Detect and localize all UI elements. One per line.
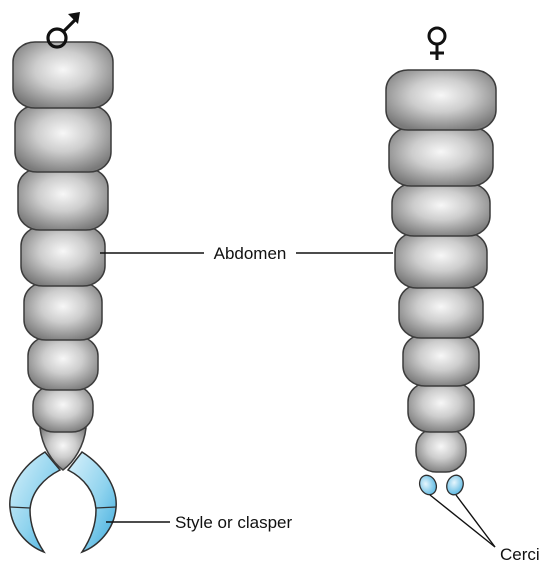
male-segment-2 [28,336,98,390]
male-abdomen [10,42,116,552]
female-segment-3 [403,334,479,386]
male-segment-3 [24,282,102,340]
male-segment-7 [13,42,113,108]
female-segment-2 [408,382,474,432]
right-clasper [68,452,116,552]
left-clasper [10,452,60,552]
male-segment-5 [18,168,108,230]
female-segment-8 [386,70,496,130]
clasper-label: Style or clasper [175,513,292,532]
abdomen-label: Abdomen [214,244,287,263]
female-segment-7 [389,127,493,186]
female-segment-4 [399,284,483,338]
male-segment-1 [33,385,93,432]
male-segment-6 [15,105,111,172]
female-segment-1 [416,428,466,472]
male-segment-4 [21,226,105,286]
female-symbol [429,28,445,60]
cerci-label: Cerci [500,545,540,564]
cercus-left [417,473,440,498]
female-segment-5 [395,232,487,288]
cercus-right [444,473,466,497]
female-segment-6 [392,183,490,236]
female-abdomen [386,70,496,497]
